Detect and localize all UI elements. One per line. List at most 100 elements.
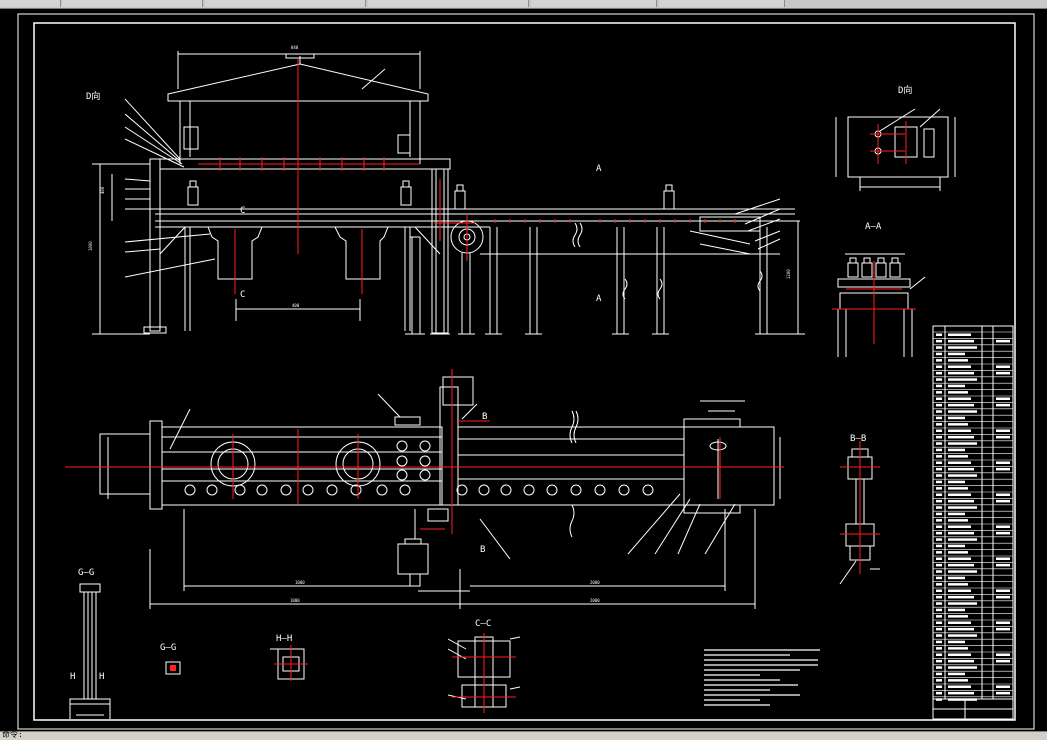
parts-row-number [936, 576, 942, 580]
parts-row-material [996, 429, 1010, 432]
gg-small-label: G—G [160, 643, 176, 653]
bb-centerlines [840, 441, 880, 574]
section-label-a-bottom: A [596, 294, 602, 304]
parts-row-text [948, 346, 977, 349]
section-label-a-top: A [596, 164, 602, 174]
section-label-b-top: B [482, 412, 487, 422]
dim-left-inner: 400 [100, 186, 105, 194]
parts-row-material [996, 653, 1010, 656]
parts-row-number [936, 487, 942, 490]
red-rollers-top [494, 219, 736, 223]
outer-border [17, 13, 1035, 730]
cad-drawing: D向 D向 A—A C C A A 840 1800 400 400 1200 [17, 13, 1035, 730]
label-h-left: H [70, 672, 75, 682]
parts-row-number [936, 672, 942, 676]
parts-row-number [936, 493, 942, 496]
parts-row-material [996, 595, 1010, 599]
top-dims: 840 1800 400 400 1200 [88, 45, 791, 308]
parts-row-text [948, 576, 965, 580]
parts-row-number [936, 333, 942, 336]
parts-row-material [996, 621, 1010, 624]
parts-row-number [936, 608, 942, 612]
parts-row-number [936, 531, 942, 535]
tab-3[interactable] [205, 0, 366, 7]
gg-labels: G—G H H [70, 568, 104, 682]
section-label-b-bottom: B [480, 545, 485, 555]
parts-row-number [936, 365, 942, 368]
dim-top-width: 840 [291, 45, 299, 50]
parts-row-number [936, 384, 942, 388]
parts-row-text [948, 333, 971, 336]
parts-row-text [948, 365, 971, 368]
parts-row-text [948, 410, 977, 413]
parts-row-text [948, 595, 974, 599]
parts-row-number [936, 506, 942, 509]
parts-row-text [948, 499, 974, 503]
parts-row-number [936, 416, 942, 420]
d-view-centerlines [870, 121, 907, 164]
parts-row-number [936, 602, 942, 605]
parts-row-text [948, 570, 977, 573]
parts-row-material [996, 659, 1010, 663]
tab-5[interactable] [531, 0, 657, 7]
plan-dims: 1000 1000 2000 2000 [290, 580, 600, 603]
parts-row-number [936, 499, 942, 503]
parts-row-material [996, 563, 1010, 567]
parts-row-number [936, 653, 942, 656]
parts-row-material [996, 461, 1010, 464]
parts-row-number [936, 519, 942, 522]
parts-row-number [936, 397, 942, 400]
parts-row-number [936, 538, 942, 541]
label-h-right: H [99, 672, 104, 682]
parts-row-text [948, 608, 965, 612]
parts-row-text [948, 442, 977, 445]
view-label-bb: B—B [850, 434, 866, 444]
dim-right-height: 1200 [786, 269, 791, 279]
tab-4[interactable] [368, 0, 529, 7]
parts-row-text [948, 544, 965, 548]
parts-row-number [936, 429, 942, 432]
tab-6[interactable] [659, 0, 785, 7]
parts-row-text [948, 455, 968, 458]
tab-1[interactable] [0, 0, 61, 7]
d-view-detail [835, 108, 956, 191]
parts-row-number [936, 570, 942, 573]
drawing-frame [33, 22, 1016, 721]
gg-column-view [69, 583, 111, 719]
parts-row-text [948, 563, 974, 567]
drawing-canvas[interactable]: D向 D向 A—A C C A A 840 1800 400 400 1200 [0, 9, 1047, 731]
parts-row-number [936, 589, 942, 592]
section-label-c-top: C [240, 206, 245, 216]
parts-row-text [948, 448, 965, 452]
parts-row-text [948, 666, 977, 669]
parts-row-number [936, 621, 942, 624]
parts-row-material [996, 467, 1010, 471]
dim-mid-span: 400 [292, 303, 300, 308]
view-label-d-right: D向 [898, 84, 912, 96]
parts-row-text [948, 391, 968, 394]
plan-view-labels: B B C—C [475, 412, 491, 629]
dim-bottom-1-inner: 1000 [295, 580, 305, 585]
parts-row-number [936, 666, 942, 669]
parts-row-number [936, 627, 942, 631]
parts-row-material [996, 589, 1010, 592]
tab-2[interactable] [62, 0, 203, 7]
parts-row-text [948, 487, 968, 490]
view-label-d-left: D向 [86, 90, 100, 102]
parts-row-number [936, 615, 942, 618]
parts-row-number [936, 461, 942, 464]
view-label-hh: H—H [276, 634, 292, 644]
parts-row-number [936, 557, 942, 560]
parts-row-material [996, 403, 1010, 407]
parts-row-material [996, 371, 1010, 375]
parts-row-text [948, 640, 965, 644]
parts-row-number [936, 563, 942, 567]
parts-row-text [948, 691, 974, 695]
parts-row-number [936, 525, 942, 528]
parts-list-table [932, 325, 1014, 720]
parts-row-number [936, 512, 942, 516]
parts-row-number [936, 410, 942, 413]
front-elevation-view [92, 51, 805, 335]
command-status-bar[interactable]: 命令: [0, 730, 1047, 740]
parts-row-material [996, 493, 1010, 496]
